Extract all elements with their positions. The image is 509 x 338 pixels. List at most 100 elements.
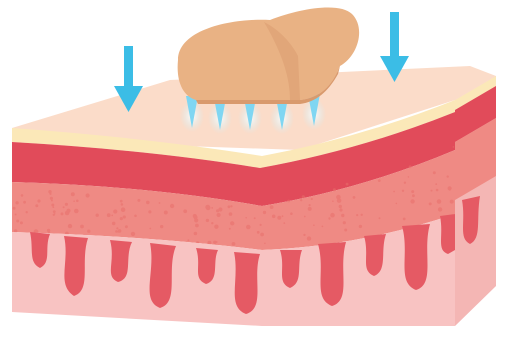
dermis-speckle (121, 203, 124, 206)
dermis-speckle (65, 203, 68, 206)
dermis-speckle (260, 224, 262, 226)
dermis-speckle (412, 194, 415, 197)
dermis-speckle (343, 221, 346, 224)
dermis-speckle (447, 175, 449, 177)
dermis-speckle (211, 222, 213, 224)
dermis-speckle (146, 201, 150, 205)
dermis-speckle (333, 188, 336, 191)
dermis-speckle (260, 233, 264, 237)
dermis-speckle (170, 204, 174, 208)
dermis-speckle (230, 205, 232, 207)
dermis-speckle (341, 214, 344, 217)
dermis-speckle (328, 217, 330, 219)
dermis-speckle (120, 200, 123, 203)
dermis-speckle (308, 207, 312, 211)
dermis-speckle (118, 229, 122, 233)
dermis-speckle (80, 225, 84, 229)
dermis-speckle (272, 215, 276, 219)
dermis-speckle (254, 217, 256, 219)
dermis-speckle (337, 198, 342, 203)
dermis-speckle (300, 199, 302, 201)
dermis-speckle (429, 202, 432, 205)
dermis-speckle (159, 202, 161, 204)
dermis-speckle (411, 190, 414, 193)
dermis-speckle (229, 212, 233, 216)
dermis-speckle (330, 213, 335, 218)
dermis-speckle (86, 193, 90, 197)
dermis-speckle (449, 189, 451, 191)
dermis-speckle (303, 234, 305, 236)
dermis-speckle (164, 211, 168, 215)
dermis-speckle (231, 222, 234, 225)
dermis-speckle (21, 194, 24, 197)
dermis-speckle (107, 213, 111, 217)
dermis-speckle (353, 196, 356, 199)
dermis-speckle (378, 179, 381, 182)
dermis-speckle (228, 205, 231, 208)
dermis-speckle (52, 206, 54, 208)
dermis-speckle (63, 206, 65, 208)
dermis-speckle (115, 230, 118, 233)
dermis-speckle (379, 217, 381, 219)
dermis-speckle (76, 200, 79, 203)
dermis-speckle (217, 213, 221, 217)
dermis-speckle (121, 207, 126, 212)
dermis-speckle (120, 217, 123, 220)
dermis-speckle (205, 205, 210, 210)
dermis-speckle (431, 190, 433, 192)
dermis-speckle (194, 218, 198, 222)
dermis-speckle (113, 210, 116, 213)
dermis-speckle (270, 205, 274, 209)
dermis-speckle (149, 228, 151, 230)
dermis-speckle (257, 231, 260, 234)
dermis-speckle (96, 214, 99, 217)
dermis-speckle (290, 212, 293, 215)
dermis-speckle (216, 241, 218, 243)
dermis-speckle (148, 210, 151, 213)
dermis-speckle (74, 209, 79, 214)
dermis-speckle (264, 243, 266, 245)
dermis-speckle (339, 205, 342, 208)
dermis-speckle (134, 215, 137, 218)
dermis-speckle (112, 222, 116, 226)
dermis-speckle (160, 225, 163, 228)
dermis-speckle (66, 209, 70, 213)
dermis-speckle (287, 200, 290, 203)
dermis-speckle (71, 192, 75, 196)
dermis-speckle (409, 165, 412, 168)
dermis-speckle (23, 201, 26, 204)
dermis-speckle (346, 183, 349, 186)
dermis-speckle (277, 216, 281, 220)
dermis-speckle (50, 197, 53, 200)
dermis-speckle (49, 193, 51, 195)
dermis-speckle (35, 204, 38, 207)
dermis-speckle (450, 200, 454, 204)
dermis-speckle (311, 198, 313, 200)
dermis-speckle (16, 220, 19, 223)
dermis-speckle (214, 225, 218, 229)
dermis-speckle (187, 239, 189, 241)
dermis-speckle (15, 214, 17, 216)
dermis-speckle (332, 200, 334, 202)
dermis-speckle (216, 209, 219, 212)
dermis-speckle (20, 221, 23, 224)
dermis-speckle (131, 232, 135, 236)
dermis-speckle (15, 201, 18, 204)
dermis-speckle (438, 207, 442, 211)
dermis-speckle (123, 215, 126, 218)
dermis-speckle (195, 224, 199, 228)
dermis-speckle (433, 171, 436, 174)
dermis-speckle (437, 199, 442, 204)
dermis-speckle (246, 225, 251, 230)
dermis-speckle (313, 224, 315, 226)
dermis-speckle (356, 214, 358, 216)
dermis-speckle (51, 200, 53, 202)
dermis-speckle (410, 199, 414, 203)
dermis-speckle (73, 200, 75, 202)
dermis-speckle (245, 217, 247, 219)
dermis-speckle (361, 214, 363, 216)
dermis-speckle (68, 224, 72, 228)
dermis-speckle (309, 204, 311, 206)
